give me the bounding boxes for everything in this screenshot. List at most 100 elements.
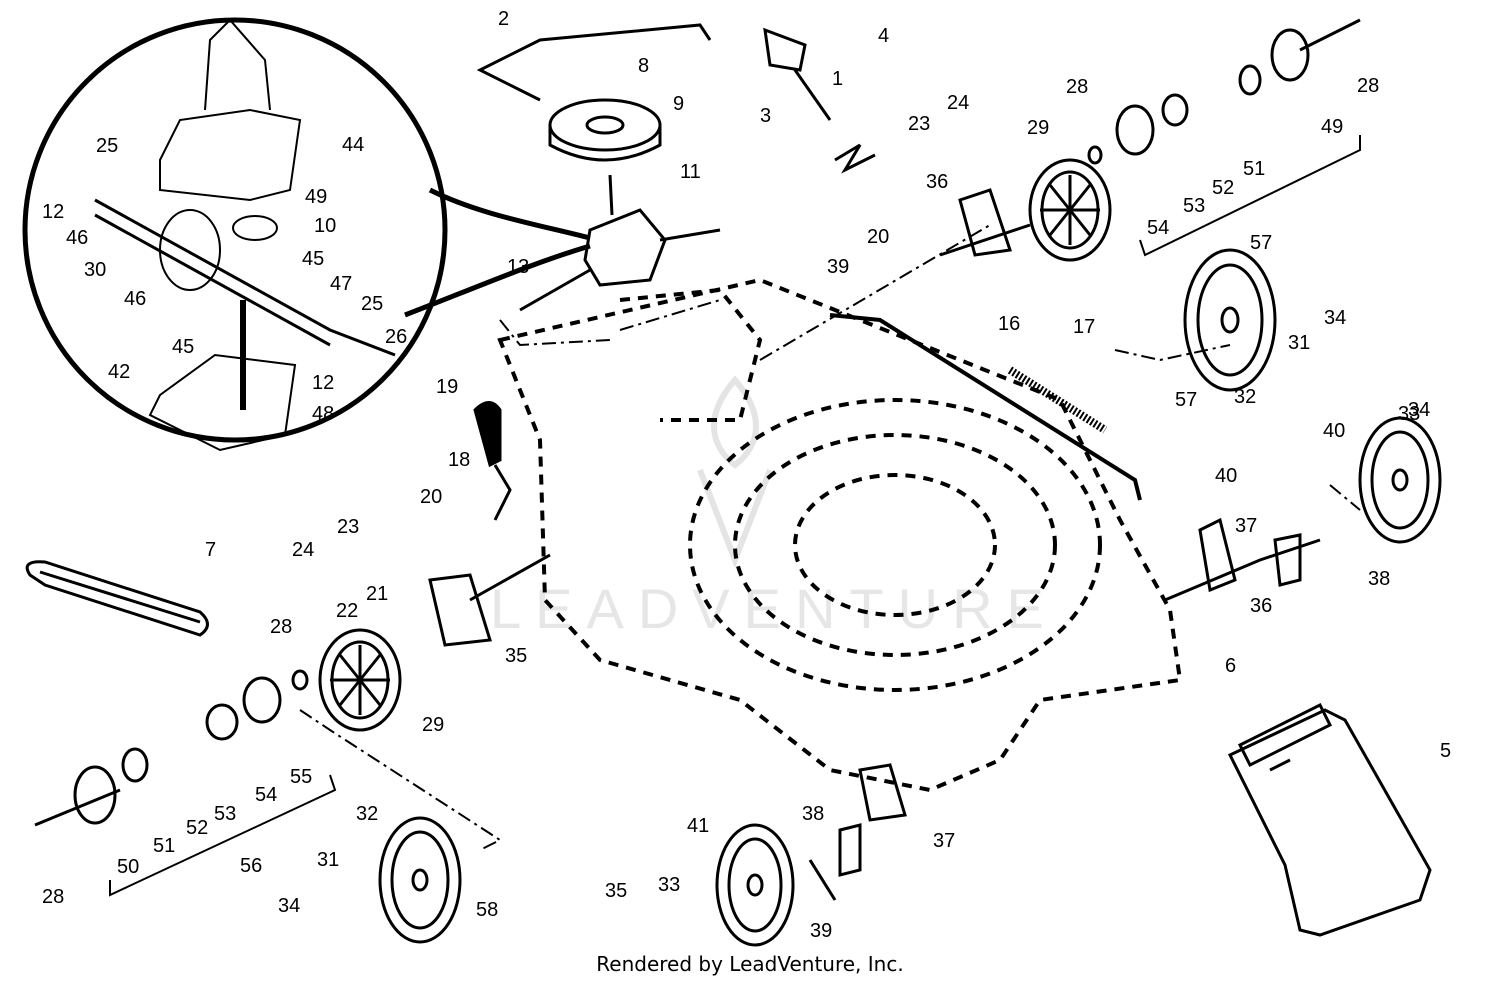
part-label: 17: [1073, 316, 1095, 338]
wheel-hub-parts-left: [34, 669, 309, 827]
rear-rod: [829, 313, 1142, 501]
part-label: 28: [42, 886, 64, 908]
footer-credit: Rendered by LeadVenture, Inc.: [596, 952, 904, 976]
part-label: 42: [108, 361, 130, 383]
part-label: 36: [926, 171, 948, 193]
part-label: 9: [673, 93, 684, 115]
part-label: 52: [186, 817, 208, 839]
part-label: 34: [1408, 399, 1430, 421]
part-label: 12: [312, 372, 334, 394]
rear-flap: [1227, 702, 1432, 937]
part-label: 58: [476, 899, 498, 921]
part-label: 50: [117, 856, 139, 878]
part-label: 53: [1183, 195, 1205, 217]
part-label: 29: [1027, 117, 1049, 139]
part-label: 20: [867, 226, 889, 248]
part-label: 49: [305, 186, 327, 208]
height-adjuster: [763, 27, 876, 174]
part-label: 46: [124, 288, 146, 310]
part-label: 34: [1324, 307, 1346, 329]
part-label: 39: [810, 920, 832, 942]
part-label: 23: [908, 113, 930, 135]
part-labels: 1 2 3 4 5 6 7 8 9 10 11 12 12 13 16 17 1…: [42, 8, 1451, 942]
kit-56-bracket: [1139, 135, 1361, 257]
part-label: 23: [337, 516, 359, 538]
part-label: 28: [1066, 76, 1088, 98]
control-rod: [476, 23, 712, 102]
part-label: 33: [1398, 403, 1420, 425]
part-label: 7: [205, 539, 216, 561]
part-label: 29: [422, 714, 444, 736]
part-label: 2: [498, 8, 509, 30]
drive-belt: [25, 560, 209, 637]
part-label: 31: [317, 849, 339, 871]
part-label: 37: [933, 830, 955, 852]
part-label: 57: [1250, 232, 1272, 254]
part-label: 46: [66, 227, 88, 249]
part-label: 54: [1147, 217, 1169, 239]
part-label: 30: [84, 259, 106, 281]
part-label: 25: [96, 135, 118, 157]
part-label: 6: [1225, 655, 1236, 677]
front-bracket-left: [808, 763, 907, 901]
part-label: 10: [314, 215, 336, 237]
part-label: 28: [1357, 75, 1379, 97]
part-label: 56: [240, 855, 262, 877]
part-label: 49: [1321, 116, 1343, 138]
part-label: 11: [680, 161, 701, 183]
rear-wheel-right: [1183, 248, 1277, 392]
part-label: 21: [366, 583, 388, 605]
wheel-hub-parts-right: [1087, 18, 1361, 165]
part-label: 35: [605, 880, 627, 902]
part-label: 5: [1440, 740, 1451, 762]
part-label: 13: [507, 256, 529, 278]
rear-wheel-left: [378, 816, 462, 944]
part-label: 55: [290, 766, 312, 788]
part-label: 22: [336, 600, 358, 622]
part-label: 1: [832, 68, 843, 90]
part-label: 44: [342, 134, 364, 156]
watermark: LEADVENTURE: [490, 577, 1058, 640]
spring: [1007, 366, 1108, 434]
part-label: 54: [255, 784, 277, 806]
pulley: [548, 98, 662, 162]
part-label: 40: [1323, 420, 1345, 442]
part-label: 40: [1215, 465, 1237, 487]
part-label: 57: [1175, 389, 1197, 411]
front-wheel-left: [715, 823, 795, 947]
part-label: 12: [42, 201, 64, 223]
part-label: 51: [153, 835, 175, 857]
part-label: 35: [505, 645, 527, 667]
part-label: 39: [827, 256, 849, 278]
part-label: 53: [214, 803, 236, 825]
drive-gear-left: [318, 628, 402, 732]
part-label: 37: [1235, 515, 1257, 537]
part-label: 51: [1243, 158, 1265, 180]
height-lever: [473, 401, 512, 521]
part-label: 45: [302, 248, 324, 270]
part-label: 24: [947, 92, 969, 114]
part-label: 41: [687, 815, 709, 837]
part-label: 52: [1212, 177, 1234, 199]
part-label: 24: [292, 539, 314, 561]
part-label: 3: [760, 105, 771, 127]
part-label: 20: [420, 486, 442, 508]
transmission: [519, 174, 721, 312]
part-label: 48: [312, 403, 334, 425]
part-label: 28: [270, 616, 292, 638]
watermark-logo: [697, 375, 773, 569]
part-label: 19: [436, 376, 458, 398]
part-label: 25: [361, 293, 383, 315]
drive-gear-right: [1028, 158, 1112, 262]
part-label: 4: [878, 25, 889, 47]
part-label: 31: [1288, 332, 1310, 354]
part-label: 45: [172, 336, 194, 358]
axle-bracket-right: [939, 188, 1031, 257]
front-wheel-right: [1358, 416, 1442, 544]
part-label: 32: [356, 803, 378, 825]
part-label: 38: [802, 803, 824, 825]
part-label: 8: [638, 55, 649, 77]
part-label: 16: [998, 313, 1020, 335]
part-label: 47: [330, 273, 352, 295]
